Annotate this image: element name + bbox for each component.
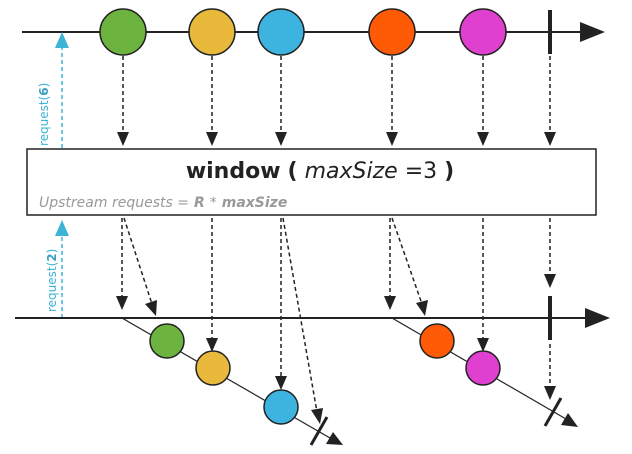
operator-close-paren: ) xyxy=(444,159,454,184)
upstream-marble xyxy=(99,8,147,56)
upstream-drops xyxy=(122,56,551,134)
window-1-marble xyxy=(263,389,299,425)
upstream-marble xyxy=(188,8,236,56)
operator-box: window(maxSize=3) Upstream requests =R*m… xyxy=(26,148,597,216)
window-1 xyxy=(121,317,343,446)
svg-text:Upstream requests =R*maxSize: Upstream requests = R * maxSize xyxy=(39,195,287,211)
upstream-drop-arrowheads xyxy=(117,132,556,146)
output-drop-arrowheads xyxy=(116,274,556,424)
upstream-marble xyxy=(257,8,305,56)
downstream-timeline xyxy=(15,296,610,340)
upstream-complete-marker xyxy=(548,10,552,54)
subtitle-param: maxSize xyxy=(222,195,288,211)
svg-text:request(6): request(6) xyxy=(37,83,51,146)
upstream-marble xyxy=(459,8,507,56)
window-2-marble xyxy=(465,350,501,386)
operator-equals: = xyxy=(405,159,423,184)
window-1-marble xyxy=(149,323,185,359)
window-2 xyxy=(391,317,578,427)
subtitle-r: R xyxy=(194,195,205,211)
subtitle-prefix: Upstream requests = xyxy=(39,195,189,211)
downstream-request-value: 2 xyxy=(45,253,59,261)
window-1-complete-marker xyxy=(309,416,329,446)
operator-param-name: maxSize xyxy=(305,159,398,184)
window-2-marble xyxy=(419,323,455,359)
window-1-marble xyxy=(195,350,231,386)
subtitle-times: * xyxy=(210,195,217,211)
downstream-request-prefix: request( xyxy=(45,262,59,312)
operator-open-paren: ( xyxy=(288,159,298,184)
upstream-marbles xyxy=(99,8,507,56)
operator-name: window xyxy=(186,159,281,184)
svg-text:window(maxSize=3): window ( maxSize =3) xyxy=(186,159,454,184)
upstream-request-prefix: request( xyxy=(37,96,51,146)
downstream-complete-marker xyxy=(548,296,552,340)
upstream-marble xyxy=(368,8,416,56)
operator-param-value: 3 xyxy=(423,159,437,184)
output-drops xyxy=(121,217,551,413)
downstream-request-suffix: ) xyxy=(45,249,59,254)
upstream-request-suffix: ) xyxy=(37,83,51,88)
upstream-request: request(6) xyxy=(37,32,69,148)
svg-text:request(2): request(2) xyxy=(45,249,59,312)
upstream-request-value: 6 xyxy=(37,87,51,95)
downstream-request: request(2) xyxy=(45,220,69,318)
window-2-complete-marker xyxy=(543,397,563,427)
